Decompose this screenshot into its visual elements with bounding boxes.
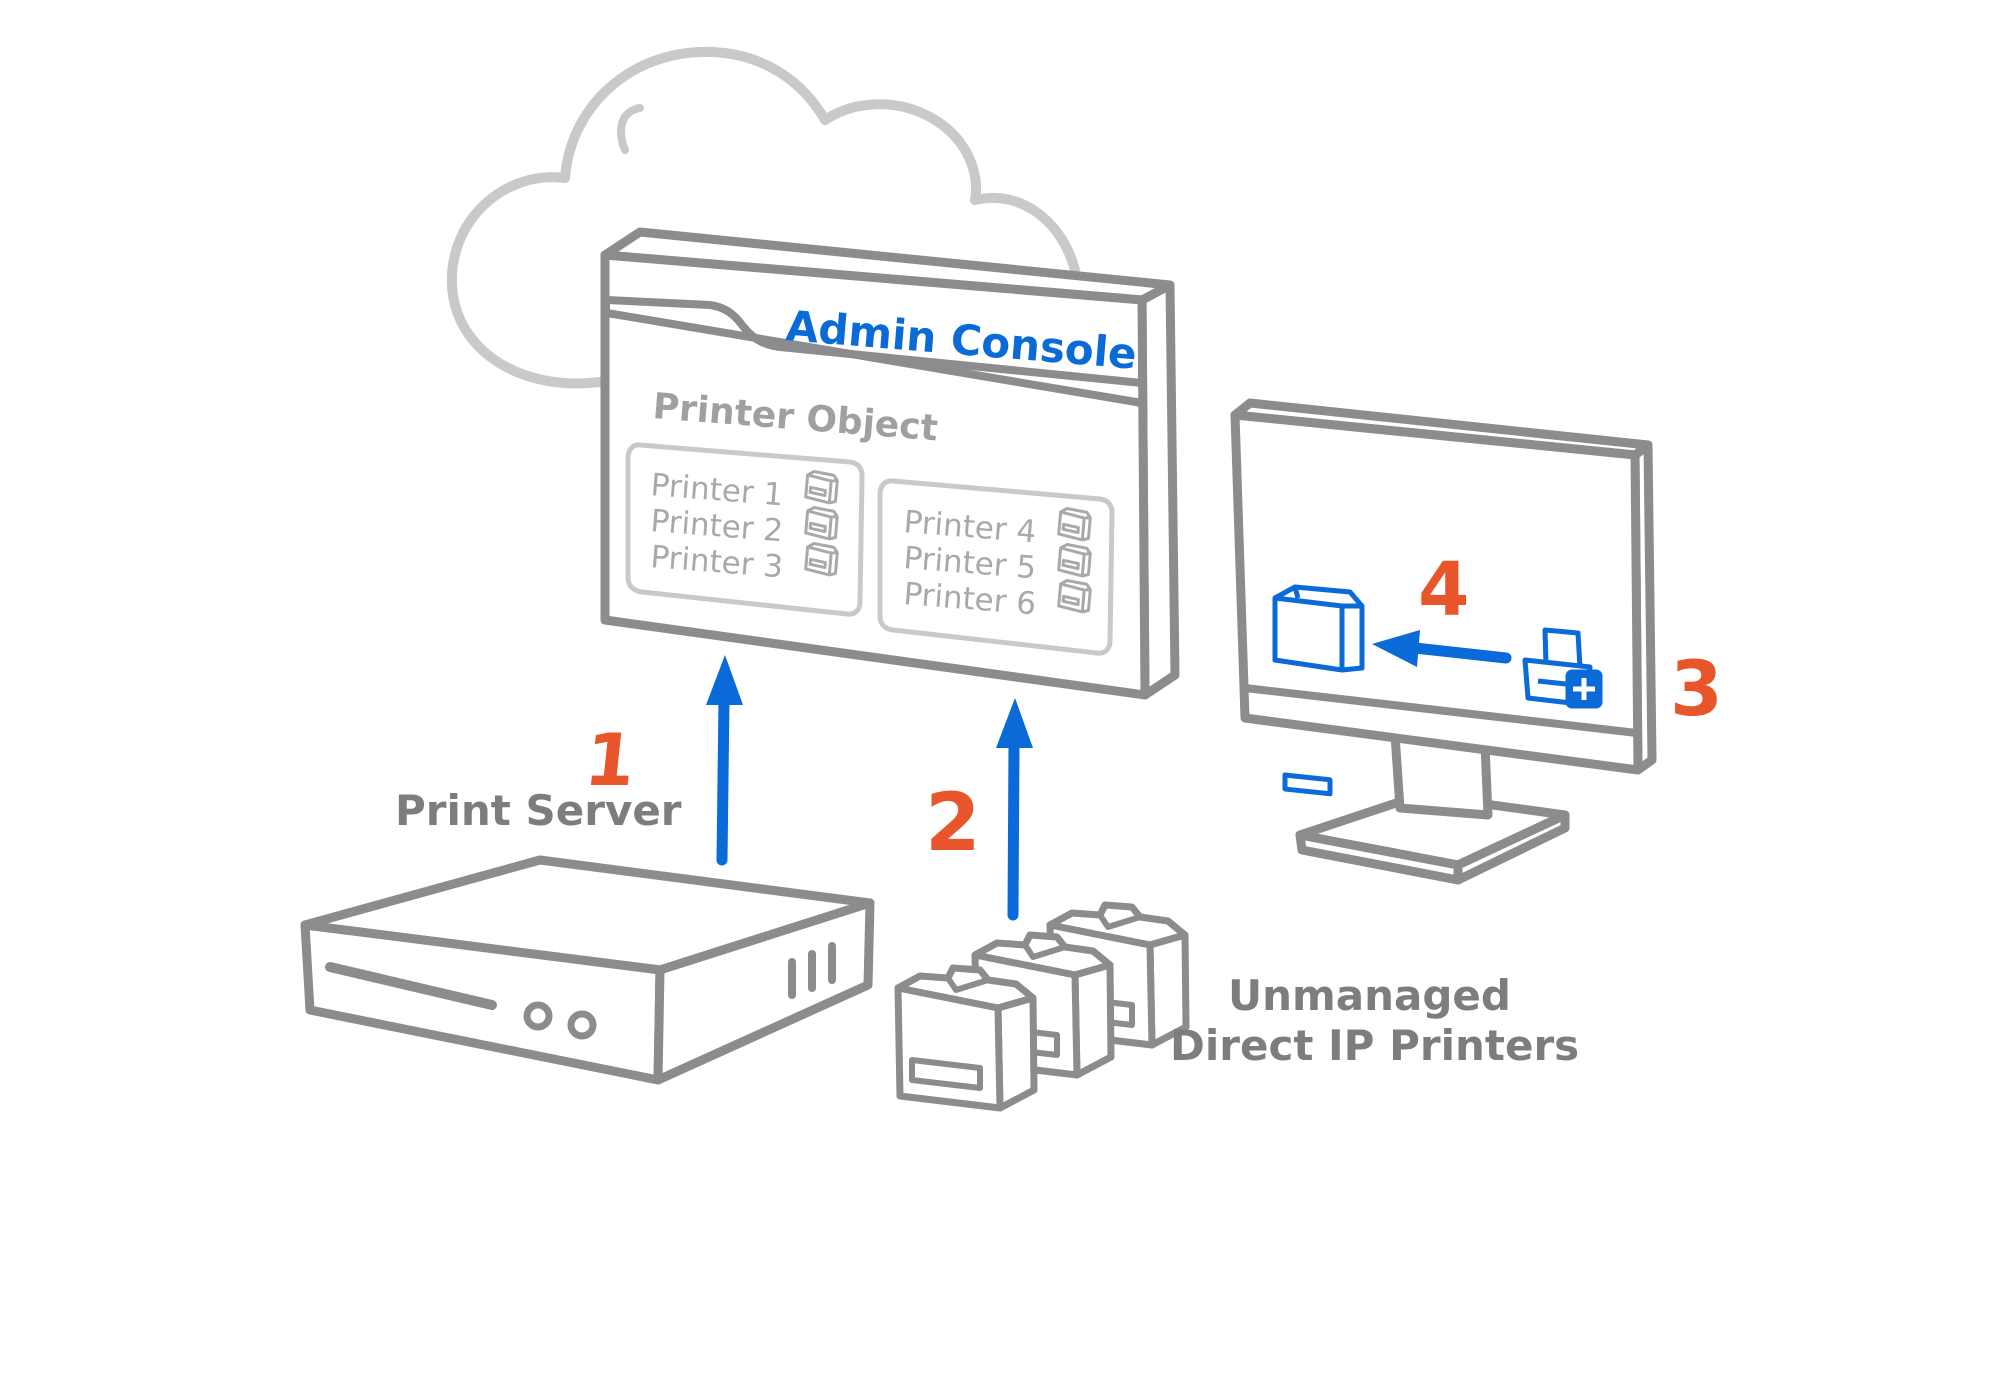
printer-icon bbox=[804, 542, 839, 577]
step-3-number: 3 bbox=[1670, 644, 1723, 733]
cloud-icon bbox=[446, 46, 1080, 389]
unmanaged-label-line1: Unmanaged bbox=[1228, 971, 1511, 1020]
arrow-step-4 bbox=[1372, 630, 1512, 667]
add-printer-icon bbox=[1522, 627, 1603, 709]
printer-icon bbox=[804, 470, 839, 505]
printer-group-b bbox=[877, 478, 1115, 656]
printer-icon bbox=[1057, 579, 1092, 614]
unmanaged-label-line2: Direct IP Printers bbox=[1170, 1021, 1579, 1070]
arrow-step-2 bbox=[996, 698, 1033, 921]
print-server-label: Print Server bbox=[395, 786, 682, 835]
installed-printer-icon bbox=[1272, 584, 1365, 797]
unmanaged-printers-icon bbox=[894, 901, 1190, 1112]
printer-icon bbox=[1057, 543, 1092, 578]
step-1-number: 1 bbox=[581, 719, 640, 803]
printer-icon bbox=[804, 506, 839, 541]
admin-console-window: Admin Console Printer Object Printer 1Pr… bbox=[600, 227, 1180, 700]
print-server-icon bbox=[300, 855, 875, 1085]
direct-ip-printer-icon bbox=[894, 964, 1038, 1112]
step-4-number: 4 bbox=[1418, 547, 1470, 633]
step-2-number: 2 bbox=[925, 776, 981, 869]
arrow-step-1 bbox=[706, 655, 743, 866]
printer-icon bbox=[1057, 507, 1092, 542]
printer-group-a bbox=[625, 442, 865, 617]
